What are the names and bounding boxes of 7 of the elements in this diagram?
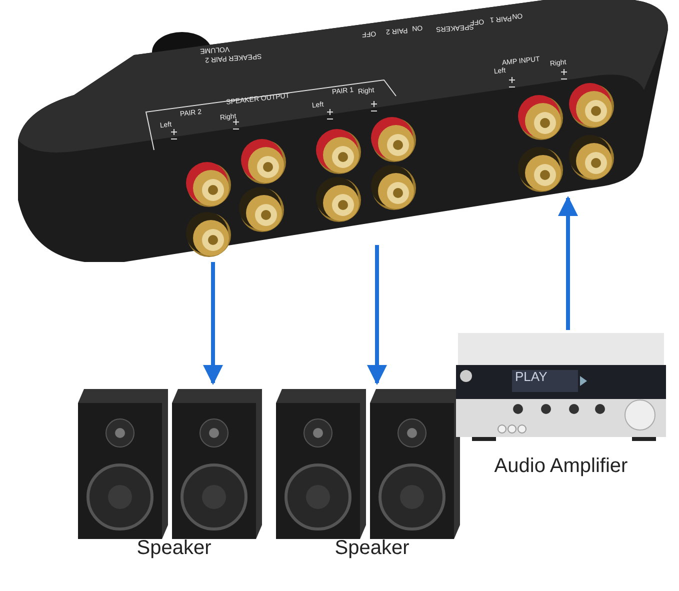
node-label: Audio Amplifier	[493, 455, 629, 478]
display-text: PLAY	[515, 370, 548, 383]
arrow	[203, 262, 223, 385]
node-label: Speaker	[334, 537, 410, 560]
arrow	[367, 245, 387, 385]
node-label: Speaker	[136, 537, 212, 560]
arrow	[558, 196, 578, 330]
